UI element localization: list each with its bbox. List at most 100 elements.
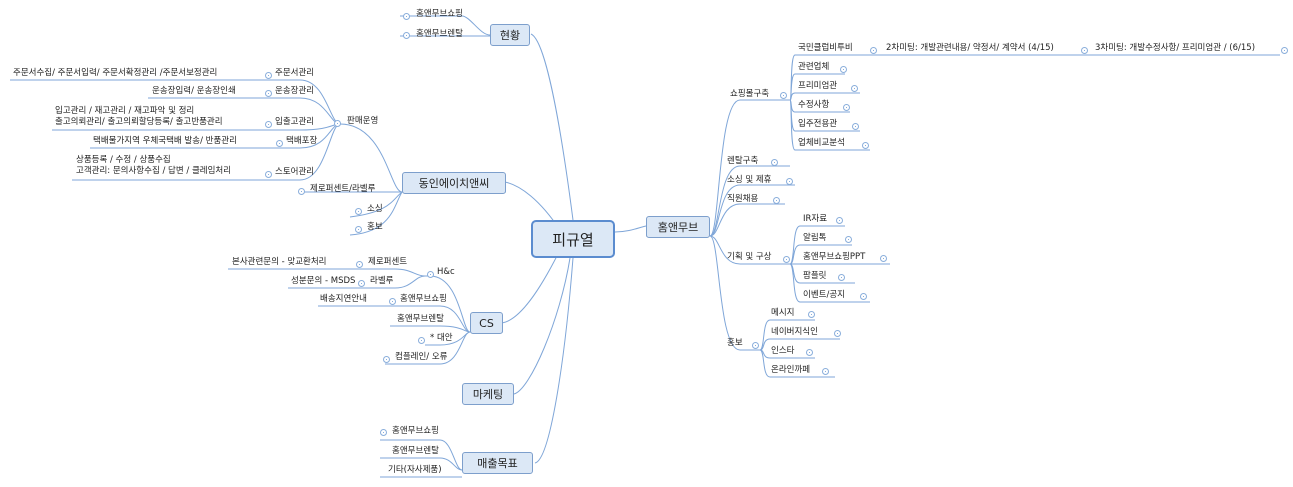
expand-icon[interactable] bbox=[880, 255, 887, 262]
node-marketing-label: 마케팅 bbox=[472, 388, 504, 401]
status-item-1: 홈앤무브쇼핑 bbox=[416, 9, 463, 19]
expand-icon[interactable] bbox=[771, 159, 778, 166]
pr-item-1: 메시지 bbox=[771, 308, 795, 318]
expand-icon[interactable] bbox=[834, 330, 841, 337]
mall-item-1: 국민클럽비투비 bbox=[798, 43, 853, 53]
expand-icon[interactable] bbox=[427, 271, 434, 278]
sales-target-item-2: 홈앤무브렌탈 bbox=[392, 446, 439, 456]
expand-icon[interactable] bbox=[383, 356, 390, 363]
cs-shop: 홈앤무브쇼핑 bbox=[400, 294, 447, 304]
node-homeandmove[interactable]: 홈앤무브 bbox=[646, 216, 710, 238]
sales-target-item-1: 홈앤무브쇼핑 bbox=[392, 426, 439, 436]
cs-zero: 제로퍼센트 bbox=[368, 257, 408, 267]
node-homeandmove-label: 홈앤무브 bbox=[657, 221, 699, 234]
cs-rental: 홈앤무브렌탈 bbox=[397, 314, 444, 324]
node-dongin-label: 동인에이치앤씨 bbox=[418, 177, 490, 190]
node-status-label: 현황 bbox=[499, 29, 521, 42]
dongin-sales: 판매운영 bbox=[347, 116, 379, 126]
expand-icon[interactable] bbox=[860, 293, 867, 300]
dongin-sourcing: 소싱 bbox=[367, 204, 383, 214]
expand-icon[interactable] bbox=[780, 92, 787, 99]
expand-icon[interactable] bbox=[852, 123, 859, 130]
pack: 택배포장 bbox=[286, 136, 318, 146]
hm-hiring: 직원채용 bbox=[727, 194, 759, 204]
node-cs-label: CS bbox=[479, 316, 494, 330]
mall-item-4: 수정사항 bbox=[798, 100, 830, 110]
expand-icon[interactable] bbox=[845, 236, 852, 243]
cs-alt: * 대안 bbox=[430, 333, 453, 343]
expand-icon[interactable] bbox=[265, 72, 272, 79]
expand-icon[interactable] bbox=[836, 217, 843, 224]
expand-icon[interactable] bbox=[356, 261, 363, 268]
inout-mgmt: 입출고관리 bbox=[275, 117, 315, 127]
expand-icon[interactable] bbox=[840, 66, 847, 73]
expand-icon[interactable] bbox=[380, 429, 387, 436]
node-sales-target-label: 매출목표 bbox=[477, 457, 518, 470]
plan-item-3: 홈앤무브쇼핑PPT bbox=[803, 252, 866, 262]
expand-icon[interactable] bbox=[806, 349, 813, 356]
expand-icon[interactable] bbox=[822, 368, 829, 375]
order-detail: 주문서수집/ 주문서입력/ 주문서확정관리 /주문서보정관리 bbox=[13, 68, 218, 78]
node-cs[interactable]: CS bbox=[470, 312, 503, 334]
expand-icon[interactable] bbox=[403, 13, 410, 20]
expand-icon[interactable] bbox=[1281, 47, 1288, 54]
pack-detail: 택배물가지역 우체국택배 발송/ 반품관리 bbox=[93, 136, 237, 146]
mall-meeting-2: 2차미팅: 개발관련내용/ 약정서/ 계약서 (4/15) bbox=[886, 43, 1054, 53]
mall-item-6: 업체비교분석 bbox=[798, 138, 845, 148]
expand-icon[interactable] bbox=[389, 298, 396, 305]
dongin-promo: 제로퍼센트/라벨루 bbox=[310, 184, 376, 194]
hm-pr: 홍보 bbox=[727, 338, 743, 348]
dongin-pr: 홍보 bbox=[367, 222, 383, 232]
expand-icon[interactable] bbox=[752, 342, 759, 349]
cs-hc: H&c bbox=[437, 267, 455, 277]
mall-item-5: 입주전용관 bbox=[798, 119, 838, 129]
root-node[interactable]: 피규열 bbox=[531, 220, 615, 258]
root-label: 피규열 bbox=[552, 230, 594, 249]
mall-meeting-3: 3차미팅: 개발수정사항/ 프리미엄관 / (6/15) bbox=[1095, 43, 1256, 53]
ship-mgmt: 운송장관리 bbox=[275, 86, 315, 96]
ship-detail: 운송장입력/ 운송장인쇄 bbox=[152, 86, 236, 96]
cs-complain: 컴플레인/ 오류 bbox=[395, 352, 448, 362]
store-mgmt: 스토어관리 bbox=[275, 167, 315, 177]
expand-icon[interactable] bbox=[265, 90, 272, 97]
expand-icon[interactable] bbox=[843, 104, 850, 111]
plan-item-2: 알림톡 bbox=[803, 233, 827, 243]
cs-label: 라벨루 bbox=[370, 276, 394, 286]
order-mgmt: 주문서관리 bbox=[275, 68, 315, 78]
hm-rental: 렌탈구축 bbox=[727, 156, 759, 166]
node-sales-target[interactable]: 매출목표 bbox=[462, 452, 533, 474]
expand-icon[interactable] bbox=[838, 274, 845, 281]
pr-item-4: 온라인까페 bbox=[771, 365, 811, 375]
expand-icon[interactable] bbox=[418, 337, 425, 344]
inout-detail-2: 출고의뢰관리/ 출고의뢰할당등록/ 출고반품관리 bbox=[55, 117, 223, 127]
mall-item-3: 프리미엄관 bbox=[798, 81, 838, 91]
expand-icon[interactable] bbox=[870, 47, 877, 54]
expand-icon[interactable] bbox=[334, 120, 341, 127]
expand-icon[interactable] bbox=[265, 171, 272, 178]
node-dongin[interactable]: 동인에이치앤씨 bbox=[402, 172, 506, 194]
expand-icon[interactable] bbox=[403, 32, 410, 39]
expand-icon[interactable] bbox=[773, 197, 780, 204]
node-status[interactable]: 현황 bbox=[490, 24, 530, 46]
expand-icon[interactable] bbox=[862, 142, 869, 149]
plan-item-1: IR자료 bbox=[803, 214, 828, 224]
inout-detail-1: 입고관리 / 재고관리 / 재고파악 및 정리 bbox=[55, 106, 195, 116]
expand-icon[interactable] bbox=[276, 140, 283, 147]
expand-icon[interactable] bbox=[783, 256, 790, 263]
expand-icon[interactable] bbox=[358, 280, 365, 287]
expand-icon[interactable] bbox=[265, 121, 272, 128]
store-detail-2: 고객관리: 문의사항수집 / 답변 / 클레임처리 bbox=[76, 166, 232, 176]
expand-icon[interactable] bbox=[851, 85, 858, 92]
sales-target-item-3: 기타(자사제품) bbox=[388, 465, 442, 475]
hm-plan: 기획 및 구상 bbox=[727, 252, 772, 262]
node-marketing[interactable]: 마케팅 bbox=[462, 383, 514, 405]
expand-icon[interactable] bbox=[355, 226, 362, 233]
expand-icon[interactable] bbox=[786, 178, 793, 185]
mall-item-2: 관련업체 bbox=[798, 62, 830, 72]
expand-icon[interactable] bbox=[298, 188, 305, 195]
cs-zero-detail: 본사관련문의 - 맞교환처리 bbox=[232, 257, 327, 267]
expand-icon[interactable] bbox=[808, 311, 815, 318]
expand-icon[interactable] bbox=[1081, 47, 1088, 54]
expand-icon[interactable] bbox=[355, 208, 362, 215]
store-detail-1: 상품등록 / 수정 / 상품수집 bbox=[76, 155, 171, 165]
